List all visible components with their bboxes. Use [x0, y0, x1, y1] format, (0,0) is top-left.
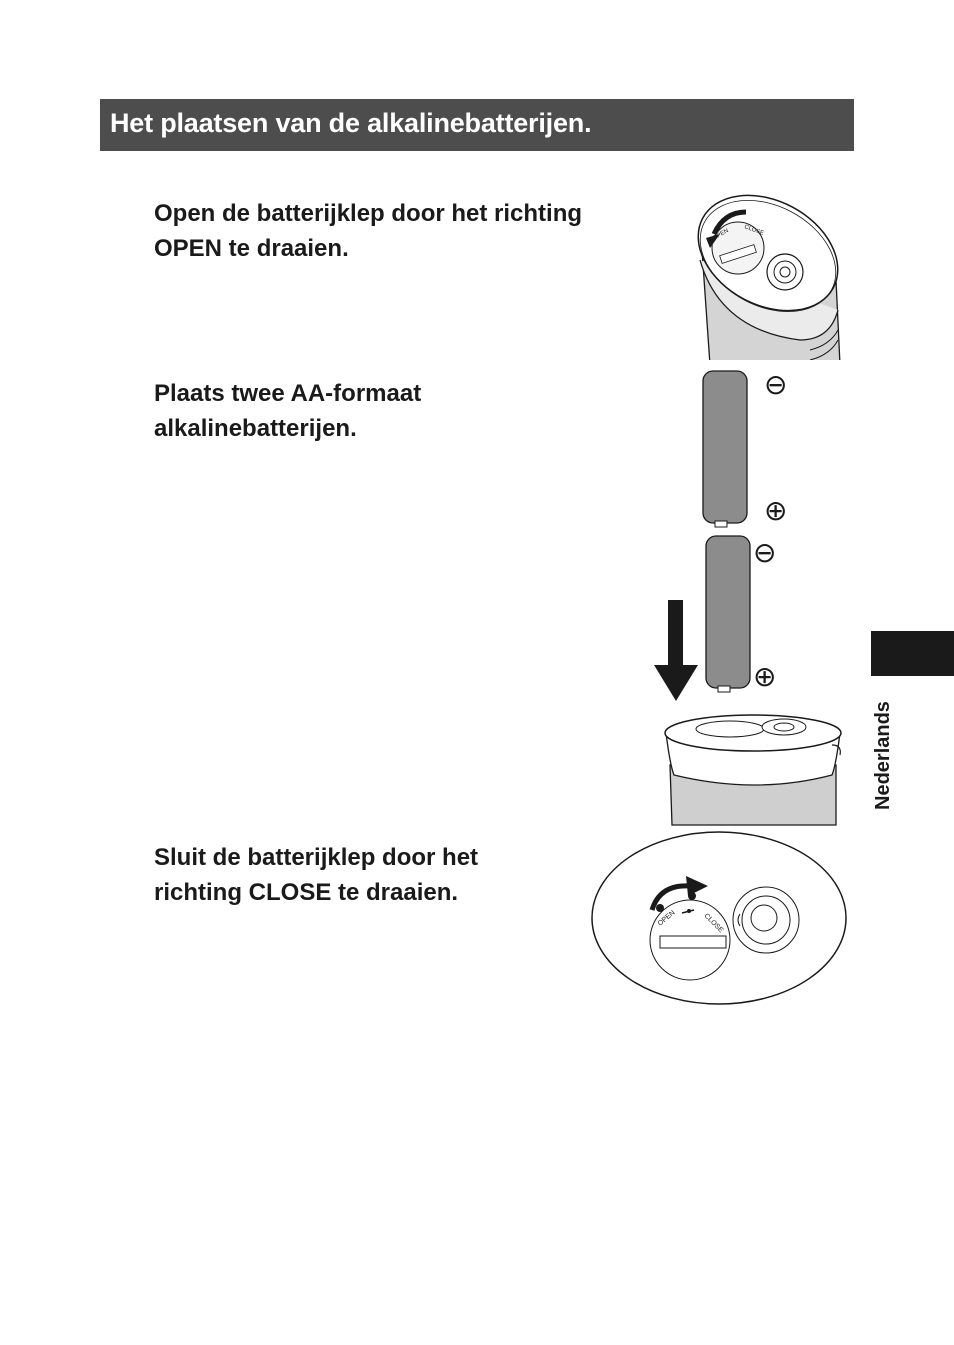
language-label: Nederlands — [872, 701, 894, 810]
batteries-illustration: ⊖ ⊕ ⊖ ⊕ — [654, 368, 842, 826]
step-2-line-1: Plaats twee AA-formaat — [154, 380, 422, 407]
close-cap-illustration: OPEN CLOSE — [591, 831, 847, 1005]
step-3-text: Sluit de batterijklep door het richting … — [154, 840, 478, 910]
step-1-line-1: Open de batterijklep door het richting — [154, 200, 583, 227]
battery-lower — [705, 535, 751, 693]
page-title: Het plaatsen van de alkalinebatterijen. — [110, 108, 592, 138]
battery-compartment — [664, 714, 842, 826]
language-tab — [871, 631, 954, 676]
insert-arrow-icon — [654, 600, 698, 701]
open-cap-illustration: OPEN CLOSE — [697, 194, 841, 360]
plus-symbol-1: ⊕ — [764, 494, 787, 527]
battery-upper — [702, 370, 748, 528]
step-2-text: Plaats twee AA-formaat alkalinebatterije… — [154, 376, 421, 446]
step-1-text: Open de batterijklep door het richting O… — [154, 196, 582, 266]
minus-symbol-2: ⊖ — [753, 536, 776, 569]
step-3-line-1: Sluit de batterijklep door het — [154, 844, 479, 871]
plus-symbol-2: ⊕ — [753, 660, 776, 693]
minus-symbol-1: ⊖ — [764, 368, 787, 401]
step-1-line-2: OPEN te draaien. — [154, 235, 349, 262]
section-header: Het plaatsen van de alkalinebatterijen. — [100, 99, 854, 151]
step-3-line-2: richting CLOSE te draaien. — [154, 879, 459, 906]
step-2-line-2: alkalinebatterijen. — [154, 415, 357, 442]
